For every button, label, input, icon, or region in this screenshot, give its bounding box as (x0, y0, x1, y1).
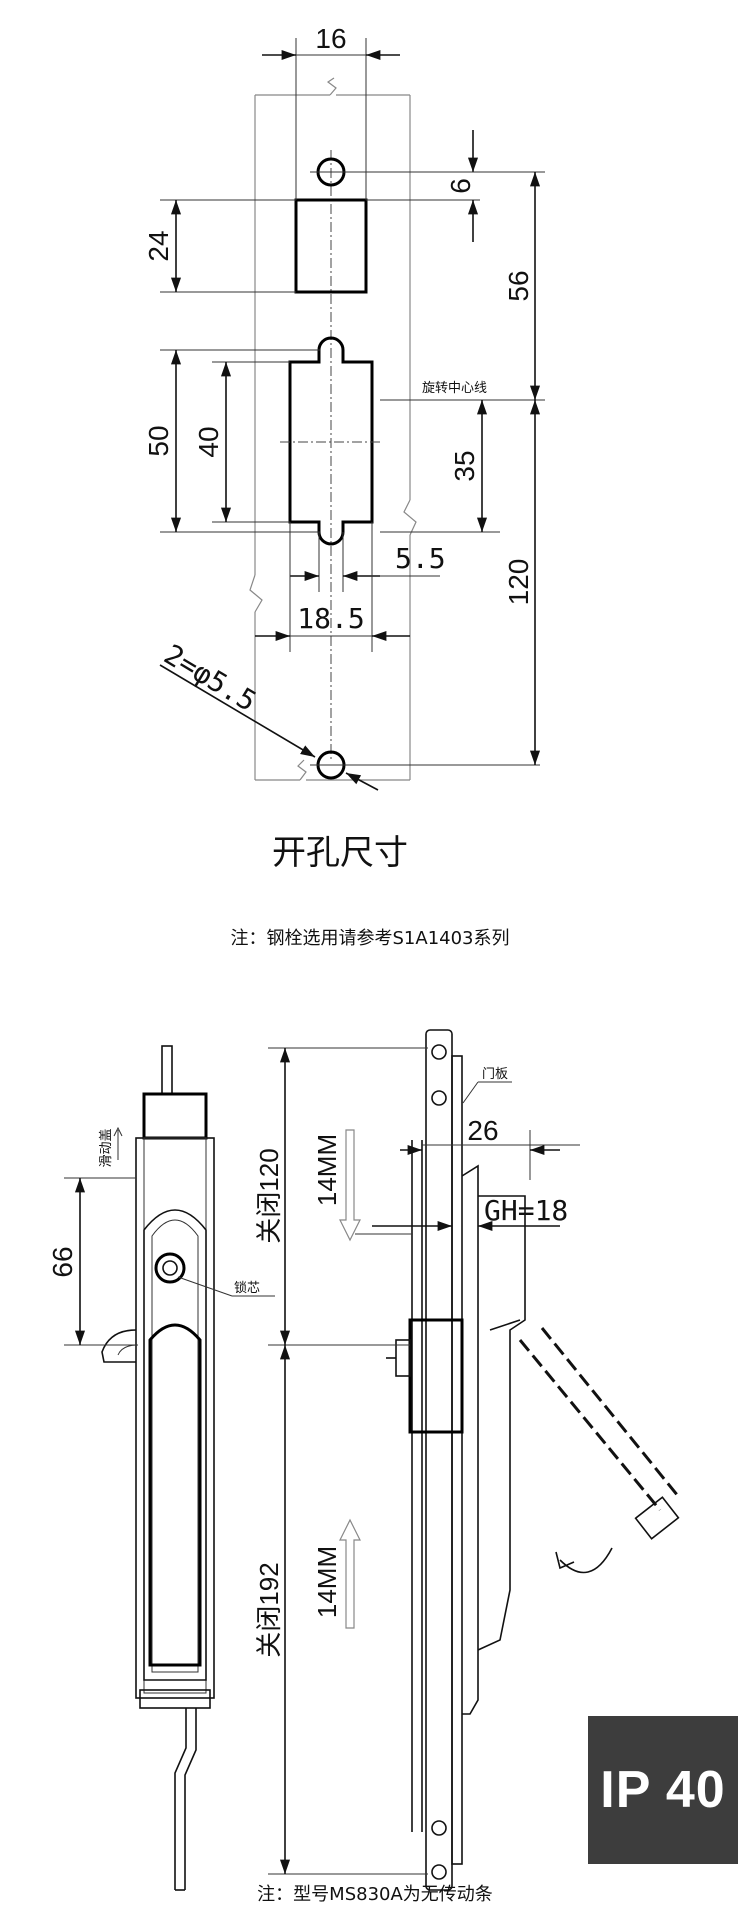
lock-core (154, 1252, 186, 1284)
dim-24: 24 (143, 230, 174, 261)
lock-core-label: 锁芯 (234, 1280, 260, 1296)
down-travel-arrow (339, 1129, 361, 1242)
travel-top-label: 14MM (312, 1134, 342, 1206)
rotation-center-label: 旋转中心线 (422, 381, 487, 396)
dim-66: 66 (47, 1246, 78, 1277)
dim-40: 40 (193, 426, 224, 457)
dim-50: 50 (143, 425, 174, 456)
dim-35: 35 (449, 450, 480, 481)
dim-6: 6 (445, 178, 476, 194)
lock-handle (148, 1323, 202, 1667)
slide-cover-label: 滑动盖 (99, 1128, 114, 1167)
hole-callout: 2=φ5.5 (158, 638, 262, 718)
slide-cover (142, 1092, 208, 1140)
lock-front-view: 滑动盖 锁芯 66 (47, 1045, 275, 1891)
pin-selection-note: 注：钢栓选用请参考S1A1403系列 (231, 928, 510, 949)
dim-18-5: 18.5 (297, 602, 364, 635)
dim-120: 120 (503, 559, 534, 606)
dim-close-120: 关闭120 (254, 1148, 284, 1243)
door-panel-label: 门板 (482, 1067, 508, 1082)
door-panel (451, 1055, 463, 1865)
travel-bottom-label: 14MM (312, 1546, 342, 1618)
mounting-strip (425, 1029, 453, 1891)
ip-rating-text: IP 40 (600, 1761, 726, 1819)
model-note: 注：型号MS830A为无传动条 (257, 1884, 493, 1905)
dim-close-192: 关闭192 (254, 1562, 284, 1657)
up-travel-arrow (339, 1518, 361, 1629)
dim-26: 26 (467, 1115, 498, 1146)
gh-dimension: GH=18 (484, 1194, 568, 1227)
cutout-drawing: 16 6 24 56 旋转中心线 50 40 (143, 23, 545, 949)
dim-56: 56 (503, 270, 534, 301)
ip-rating-badge: IP 40 (588, 1716, 738, 1864)
door-strip-outline (249, 77, 417, 781)
lock-side-view: 门板 26 GH=18 关闭120 关闭192 14MM 14MM (254, 1029, 680, 1891)
dim-5-5: 5.5 (395, 542, 446, 575)
dim-16: 16 (315, 23, 346, 54)
upper-rectangular-cutout (294, 198, 368, 294)
cutout-title: 开孔尺寸 (272, 833, 408, 873)
